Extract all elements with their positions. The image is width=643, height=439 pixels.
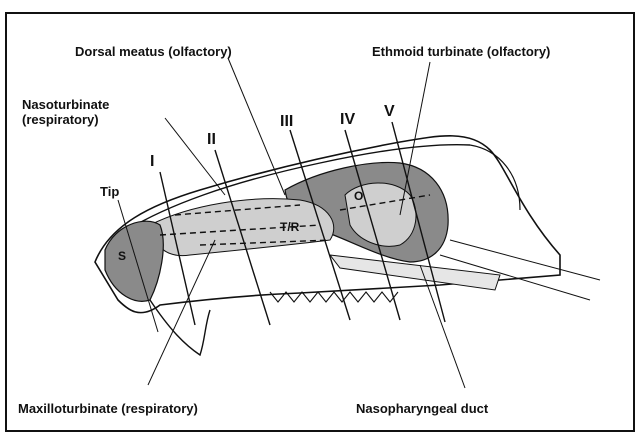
numeral-5: V bbox=[384, 104, 395, 119]
numeral-2: II bbox=[207, 132, 216, 147]
marker-o: O bbox=[354, 189, 363, 204]
numeral-4: IV bbox=[340, 112, 355, 127]
label-nasopharyngeal-duct: Nasopharyngeal duct bbox=[356, 401, 488, 416]
label-nasoturbinate: Nasoturbinate (respiratory) bbox=[22, 97, 142, 127]
leader-nasoturbinate bbox=[165, 118, 225, 195]
numeral-1: I bbox=[150, 154, 154, 169]
label-dorsal-meatus: Dorsal meatus (olfactory) bbox=[75, 44, 232, 59]
numeral-3: III bbox=[280, 114, 293, 129]
occipital-arc bbox=[470, 145, 520, 210]
label-maxilloturbinate: Maxilloturbinate (respiratory) bbox=[18, 401, 198, 416]
marker-s: S bbox=[118, 249, 126, 264]
marker-tr: T/R bbox=[280, 220, 299, 235]
label-ethmoid-turbinate: Ethmoid turbinate (olfactory) bbox=[372, 44, 550, 59]
label-tip: Tip bbox=[100, 184, 119, 199]
rear-lines bbox=[440, 240, 600, 300]
lower-jaw bbox=[150, 300, 210, 355]
